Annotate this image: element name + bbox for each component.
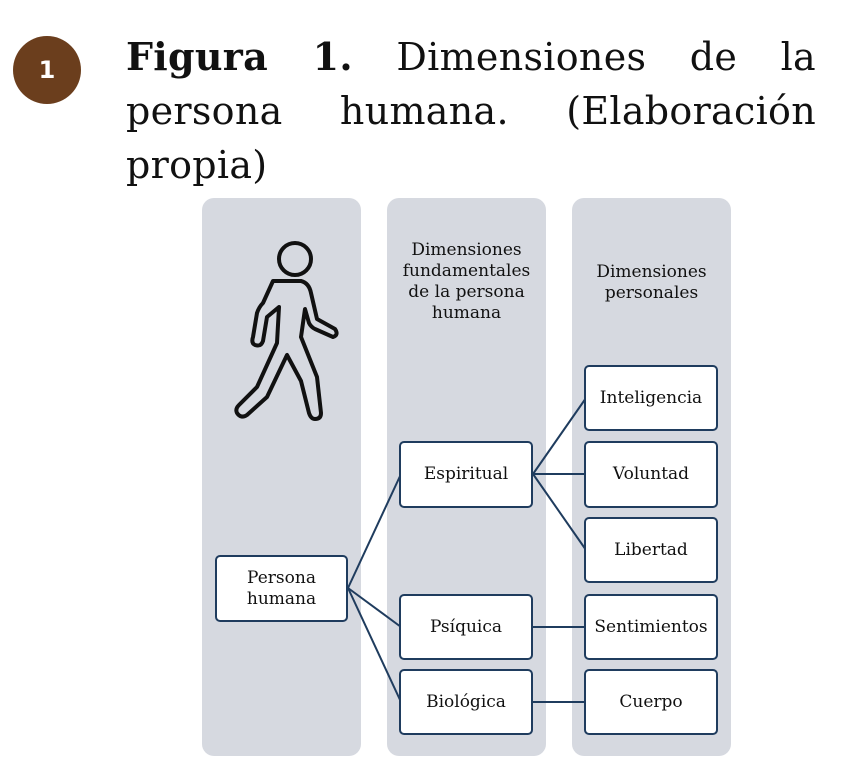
link-persona-biologica	[347, 587, 402, 703]
figure-number-badge: 1	[13, 36, 81, 104]
node-sentimientos: Sentimientos	[584, 594, 718, 660]
node-biologica: Biológica	[399, 669, 533, 735]
figure-label: Figura 1.	[126, 34, 353, 79]
node-persona-humana: Persona humana	[215, 555, 348, 622]
link-persona-psiquica	[347, 587, 402, 628]
column-title-fundamentales: Dimensiones fundamentales de la persona …	[402, 240, 531, 323]
column-persona	[202, 198, 361, 756]
link-persona-espiritual	[347, 473, 402, 589]
link-espiritual-libertad	[532, 473, 587, 551]
node-inteligencia: Inteligencia	[584, 365, 718, 431]
node-cuerpo: Cuerpo	[584, 669, 718, 735]
column-title-personales: Dimensiones personales	[596, 262, 707, 303]
walking-person-icon	[234, 241, 339, 421]
node-voluntad: Voluntad	[584, 441, 718, 508]
node-libertad: Libertad	[584, 517, 718, 583]
figure-caption: Figura 1. Dimensiones de la persona huma…	[126, 30, 816, 192]
node-espiritual: Espiritual	[399, 441, 533, 508]
node-psiquica: Psíquica	[399, 594, 533, 660]
figure-caption-text: Dimensiones de la persona humana. (Elabo…	[126, 35, 816, 187]
link-espiritual-inteligencia	[532, 397, 587, 475]
